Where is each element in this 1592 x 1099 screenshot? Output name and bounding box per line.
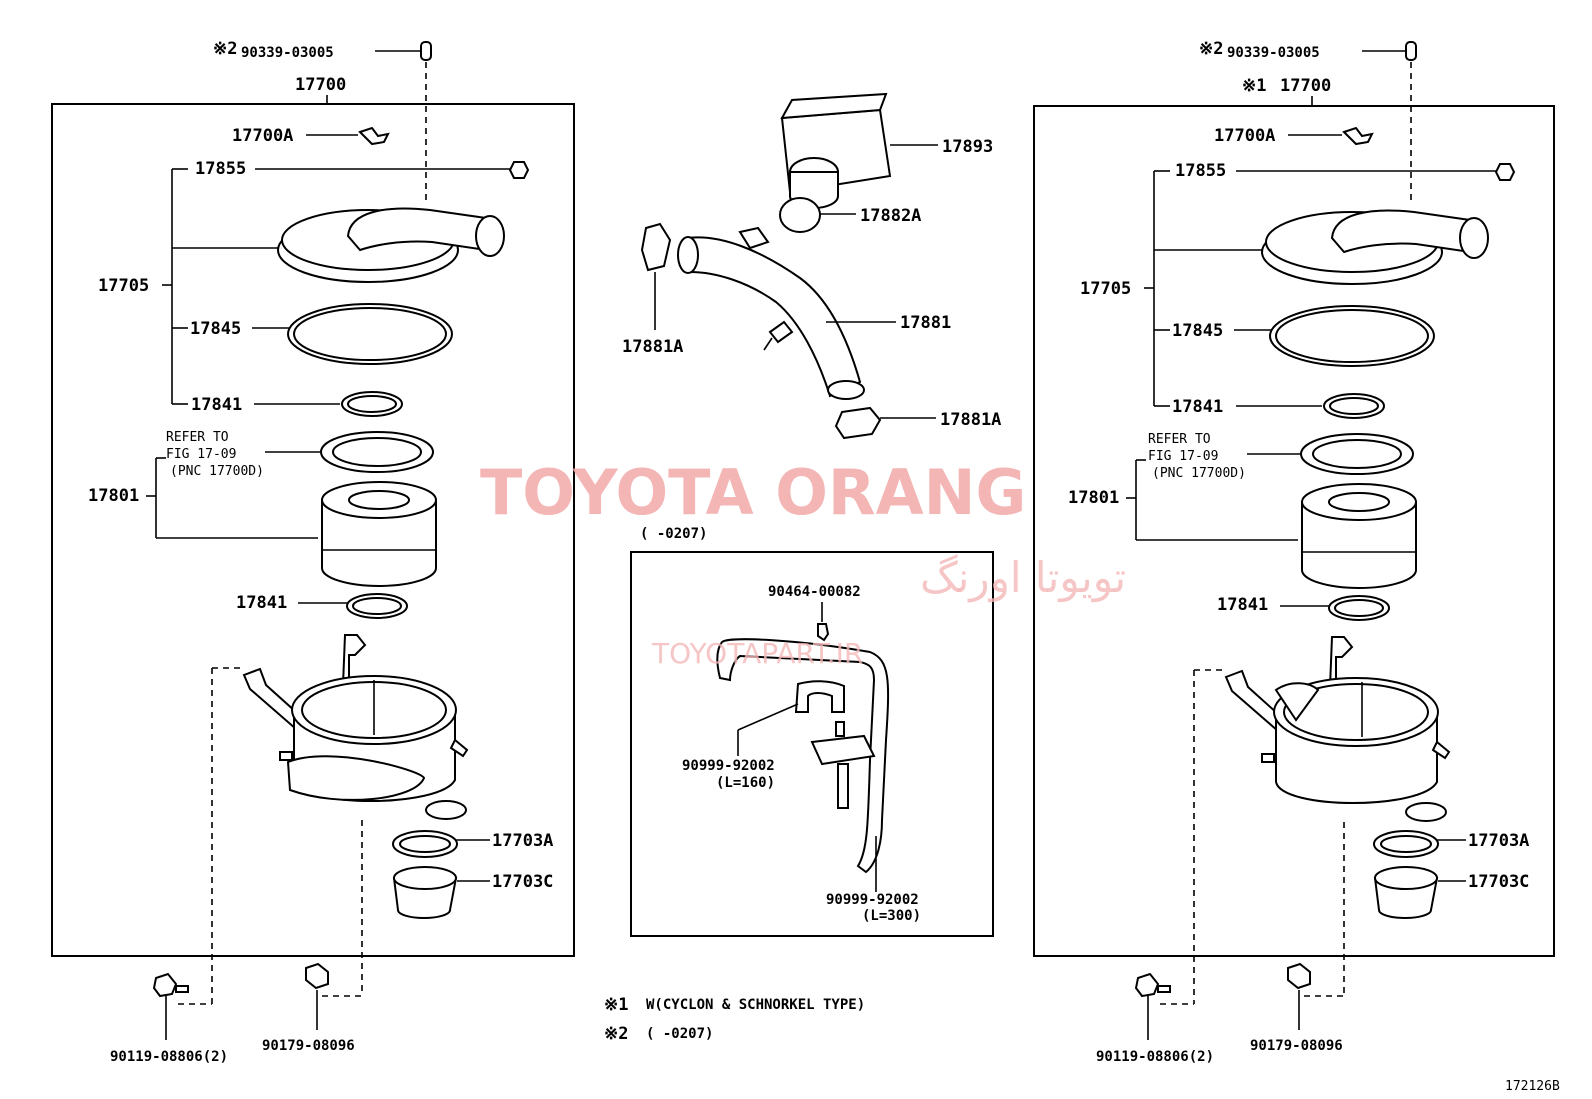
left-assembly: ※2 90339-03005 17700 17700A 17855 17705 …	[51, 39, 575, 1065]
right-refer-line1: REFER TO	[1148, 432, 1211, 447]
right-pn-90119: 90119-08806(2)	[1096, 1049, 1214, 1065]
right-pin	[1405, 41, 1417, 61]
left-pn-17700A: 17700A	[232, 126, 293, 146]
clamp-17881A-right	[834, 406, 882, 440]
hose-L160-length: (L=160)	[716, 775, 775, 791]
right-pn-90339: 90339-03005	[1227, 45, 1320, 61]
right-refer-line2: FIG 17-09	[1148, 449, 1218, 464]
footnote2-text: ( -0207)	[646, 1026, 713, 1042]
left-wing-nut	[358, 126, 390, 146]
watermark-brand: TOYOTA ORANG	[480, 456, 1026, 529]
left-pn-17841-top: 17841	[191, 395, 242, 415]
footnote2-mark: ※2	[604, 1024, 628, 1044]
left-air-cleaner-lid	[277, 207, 505, 283]
left-refer-line2: FIG 17-09	[166, 447, 236, 462]
left-filter-element	[321, 481, 437, 587]
pn-17893: 17893	[942, 137, 993, 157]
left-pn-17703C: 17703C	[492, 872, 553, 892]
left-pn-17700: 17700	[295, 75, 346, 95]
pn-17881A-right: 17881A	[940, 410, 1001, 430]
right-pn-17703A: 17703A	[1468, 831, 1529, 851]
figure-id: 172126B	[1505, 1079, 1560, 1094]
clamp-17881A-left	[640, 222, 672, 272]
left-cap-nut	[508, 161, 530, 179]
right-cap-nut	[1494, 163, 1516, 181]
pn-hose-L300: 90999-92002	[826, 892, 919, 908]
footnote1-text: W(CYCLON & SCHNORKEL TYPE)	[646, 997, 865, 1013]
pn-hose-L160: 90999-92002	[682, 758, 775, 774]
right-pn-17705: 17705	[1080, 279, 1131, 299]
left-panel-frame	[51, 103, 575, 957]
left-pn-90339: 90339-03005	[241, 45, 334, 61]
right-refer-line3: (PNC 17700D)	[1152, 466, 1246, 481]
right-pn-17845: 17845	[1172, 321, 1223, 341]
resonator-17893	[780, 92, 892, 209]
right-pn-17700: 17700	[1280, 76, 1331, 96]
right-pn-17703C: 17703C	[1468, 872, 1529, 892]
right-wing-nut	[1342, 126, 1374, 146]
right-pn-17801: 17801	[1068, 488, 1119, 508]
pn-17882A: 17882A	[860, 206, 921, 226]
watermark-persian: تویوتا اورنگ	[920, 553, 1126, 602]
right-assembly: ※2 90339-03005 ※1 17700 17700A 17855 177…	[1033, 39, 1555, 1065]
inset-range: ( -0207)	[640, 526, 707, 542]
hose-L300-length: (L=300)	[862, 908, 921, 924]
right-panel-frame	[1033, 105, 1555, 957]
right-air-cleaner-lid	[1261, 209, 1489, 285]
left-bolt-90119	[152, 972, 189, 998]
left-pin	[420, 41, 432, 61]
right-note2-mark: ※2	[1199, 39, 1223, 59]
inset-frame	[630, 551, 994, 937]
left-air-cleaner-case	[242, 634, 469, 820]
left-pn-90179: 90179-08096	[262, 1038, 355, 1054]
clamp-17882A	[779, 197, 821, 233]
right-filter-element	[1301, 483, 1417, 589]
left-refer-line1: REFER TO	[166, 430, 229, 445]
center-intake: 17893 17882A 17881 17881A 17881A ( -0207…	[604, 92, 1001, 1044]
left-note2-mark: ※2	[213, 39, 237, 59]
footnote1-mark: ※1	[604, 995, 628, 1015]
left-pn-17841-low: 17841	[236, 593, 287, 613]
pn-17881A-left: 17881A	[622, 337, 683, 357]
left-nut-90179	[305, 962, 329, 990]
clip-90464	[817, 623, 830, 642]
intake-hose-17881	[677, 226, 865, 400]
right-air-cleaner-case	[1224, 636, 1451, 822]
right-pn-17700A: 17700A	[1214, 126, 1275, 146]
left-pn-17801: 17801	[88, 486, 139, 506]
right-pn-17841-low: 17841	[1217, 595, 1268, 615]
left-pn-90119: 90119-08806(2)	[110, 1049, 228, 1065]
pn-90464: 90464-00082	[768, 584, 861, 600]
left-pn-17845: 17845	[190, 319, 241, 339]
right-note1-mark: ※1	[1242, 76, 1266, 96]
vacuum-hoses	[716, 638, 890, 874]
left-pn-17855: 17855	[195, 159, 246, 179]
watermark-site: TOYOTAPART.IR	[651, 637, 863, 670]
left-pn-17705: 17705	[98, 276, 149, 296]
pn-17881: 17881	[900, 313, 951, 333]
right-pn-17855: 17855	[1175, 161, 1226, 181]
right-pn-90179: 90179-08096	[1250, 1038, 1343, 1054]
right-pn-17841-top: 17841	[1172, 397, 1223, 417]
right-bolt-90119	[1134, 972, 1171, 998]
left-pn-17703A: 17703A	[492, 831, 553, 851]
left-refer-line3: (PNC 17700D)	[170, 464, 264, 479]
right-nut-90179	[1287, 962, 1311, 990]
